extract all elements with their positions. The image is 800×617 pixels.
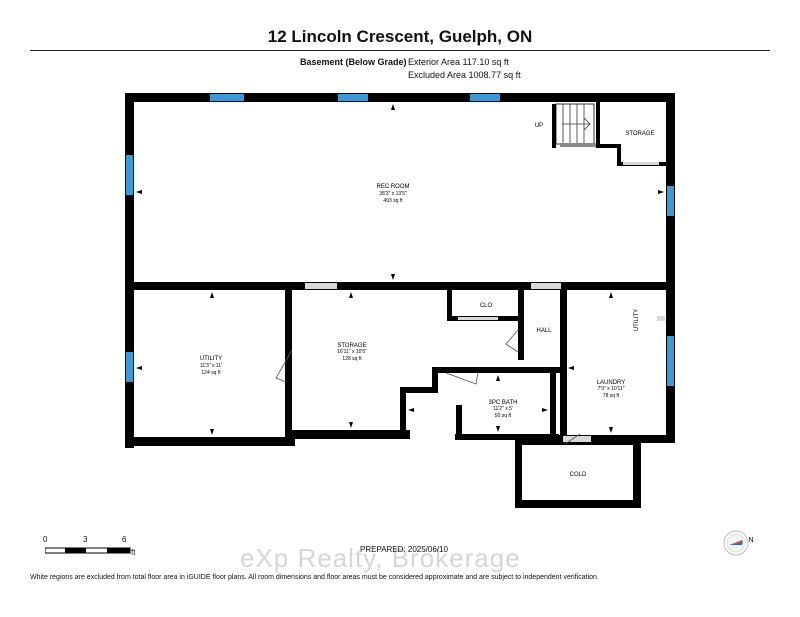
wall-hall-right [560,282,567,442]
door-swing-utility [275,349,293,383]
wall-storage-step [617,144,621,166]
door-gaps [305,162,665,442]
wall-cold-bottom [515,500,641,508]
wall-cold-right [633,438,641,508]
wall-bath-right [550,367,556,439]
laundry-name: LAUNDRY [597,380,626,386]
wall-bath-top [432,367,565,373]
bath-area: 50 sq ft [495,413,512,419]
wall-cold-left [515,438,522,508]
scale-unit: ft [131,548,136,557]
window-right-2 [667,336,674,386]
room-labels: REC ROOM 38'3" x 13'5" 493 sq ft UTILITY… [200,123,655,478]
door-swings [275,329,581,445]
door-clo [458,317,498,320]
utility-name: UTILITY [200,356,222,362]
stair-wall [552,104,556,148]
brokerage-watermark: eXp Realty, Brokerage [240,543,521,573]
scale-label-3: 3 [83,535,88,544]
wall-utility-storage [285,282,292,437]
storage-top-name: STORAGE [625,131,654,137]
laundry-dims: 7'9" x 10'11" [597,386,624,392]
window-left-2 [126,352,133,382]
utility-area: 124 sq ft [201,370,221,376]
door-swing-cold [564,433,581,445]
window-top-1 [210,94,244,101]
plan-title: 12 Lincoln Crescent, Guelph, ON [267,27,533,46]
windows [126,94,674,386]
dimension-markers [136,104,664,435]
door-hall-top [531,283,561,289]
bath-dims: 11'2" x 5' [493,406,513,412]
compass-north-label: N [748,537,753,544]
wall-storage-bottom-a [596,144,621,148]
scale-graphic [45,547,131,554]
wall-hall-left [518,290,524,360]
window-top-2 [338,94,368,101]
cold-name: COLD [570,472,587,478]
wall-bath-left [400,387,406,437]
laundry-area: 78 sq ft [603,393,620,399]
window-right-1 [667,186,674,216]
stairs-up-label: UP [535,123,543,129]
window-top-3 [470,94,500,101]
door-cold [563,436,591,442]
door-utility-small [657,316,665,321]
wall-top [125,93,675,102]
disclaimer: White regions are excluded from total fl… [30,574,599,581]
exterior-area: Exterior Area 117.10 sq ft [408,57,509,67]
stair-treads [562,104,591,144]
scale-label-0: 0 [43,535,48,544]
stairs [552,103,596,148]
storage-mid-dims: 16'11" x 10'5" [337,349,367,355]
door-swing-bath [445,372,479,385]
wall-bottom-left [125,437,295,446]
prepared-date: PREPARED: 2025/06/10 [360,545,448,554]
wall-bath-bottom [455,434,559,440]
wall-rec-bottom [125,282,675,290]
wall-left [125,93,134,448]
utility-small-name: UTILITY [634,309,640,331]
storage-mid-area: 128 sq ft [342,356,362,362]
wall-bath-notch-h [400,387,438,393]
door-storage-top [305,283,337,289]
wall-bath-notch-v [432,367,438,392]
walls [125,93,675,508]
wall-bottom-mid [290,430,410,439]
rec-room-dims: 38'3" x 13'5" [379,191,407,197]
title-divider [30,50,770,51]
wall-right [666,93,675,443]
rec-room-area: 493 sq ft [383,198,403,204]
door-swing-hall [505,329,519,353]
scale-bar: 0 3 6 ft [40,535,150,565]
rec-room-name: REC ROOM [377,184,410,190]
bath-name: 3PC BATH [489,400,518,406]
scale-label-6: 6 [122,535,127,544]
excluded-area: Excluded Area 1008.77 sq ft [408,70,521,80]
level-label: Basement (Below Grade) [300,57,407,67]
wall-clo-left [447,290,452,320]
door-storage-top-room [623,162,659,165]
hall-name: HALL [536,328,552,334]
wall-storage-left [596,102,600,146]
stair-landing [560,143,596,147]
window-left-1 [126,155,133,195]
wall-bath-inner [456,405,462,437]
clo-name: CLO [480,303,493,309]
utility-dims: 11'3" x 11' [200,363,222,369]
storage-mid-name: STORAGE [337,343,366,349]
compass-icon: N [723,530,754,556]
